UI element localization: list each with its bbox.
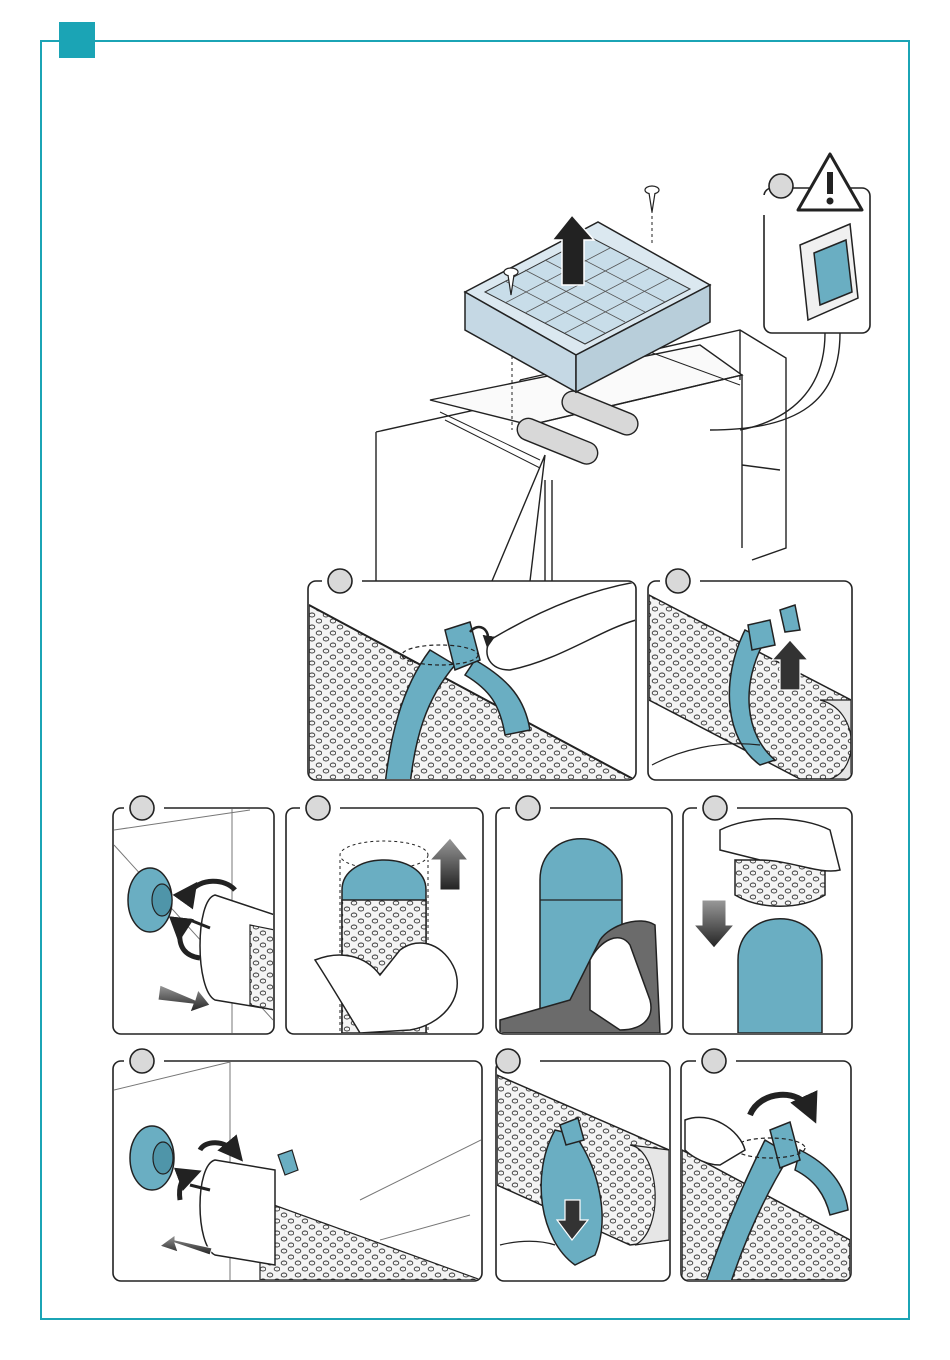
- step-marker: [328, 569, 352, 593]
- panel-refit-sleeve: [683, 796, 852, 1034]
- panel-remove-clamp: [648, 569, 852, 780]
- step-marker: [703, 796, 727, 820]
- step-marker: [130, 796, 154, 820]
- power-switch-inset: [710, 154, 870, 430]
- panel-fit-clamp: [496, 1049, 670, 1281]
- step-marker: [306, 796, 330, 820]
- panel-unscrew-cap: [113, 796, 275, 1034]
- warning-triangle-icon: [798, 154, 862, 210]
- panel-close-clamp: [681, 1049, 851, 1285]
- panel-pull-sleeve: [286, 796, 483, 1034]
- step-marker: [130, 1049, 154, 1073]
- step-marker: [702, 1049, 726, 1073]
- panel-release-clamp: [308, 569, 636, 785]
- step-marker: [666, 569, 690, 593]
- panel-clean-cartridge: [496, 796, 672, 1034]
- panel-refit-cap: [113, 1049, 482, 1281]
- step-marker: [496, 1049, 520, 1073]
- step-marker: [769, 174, 793, 198]
- step-marker: [516, 796, 540, 820]
